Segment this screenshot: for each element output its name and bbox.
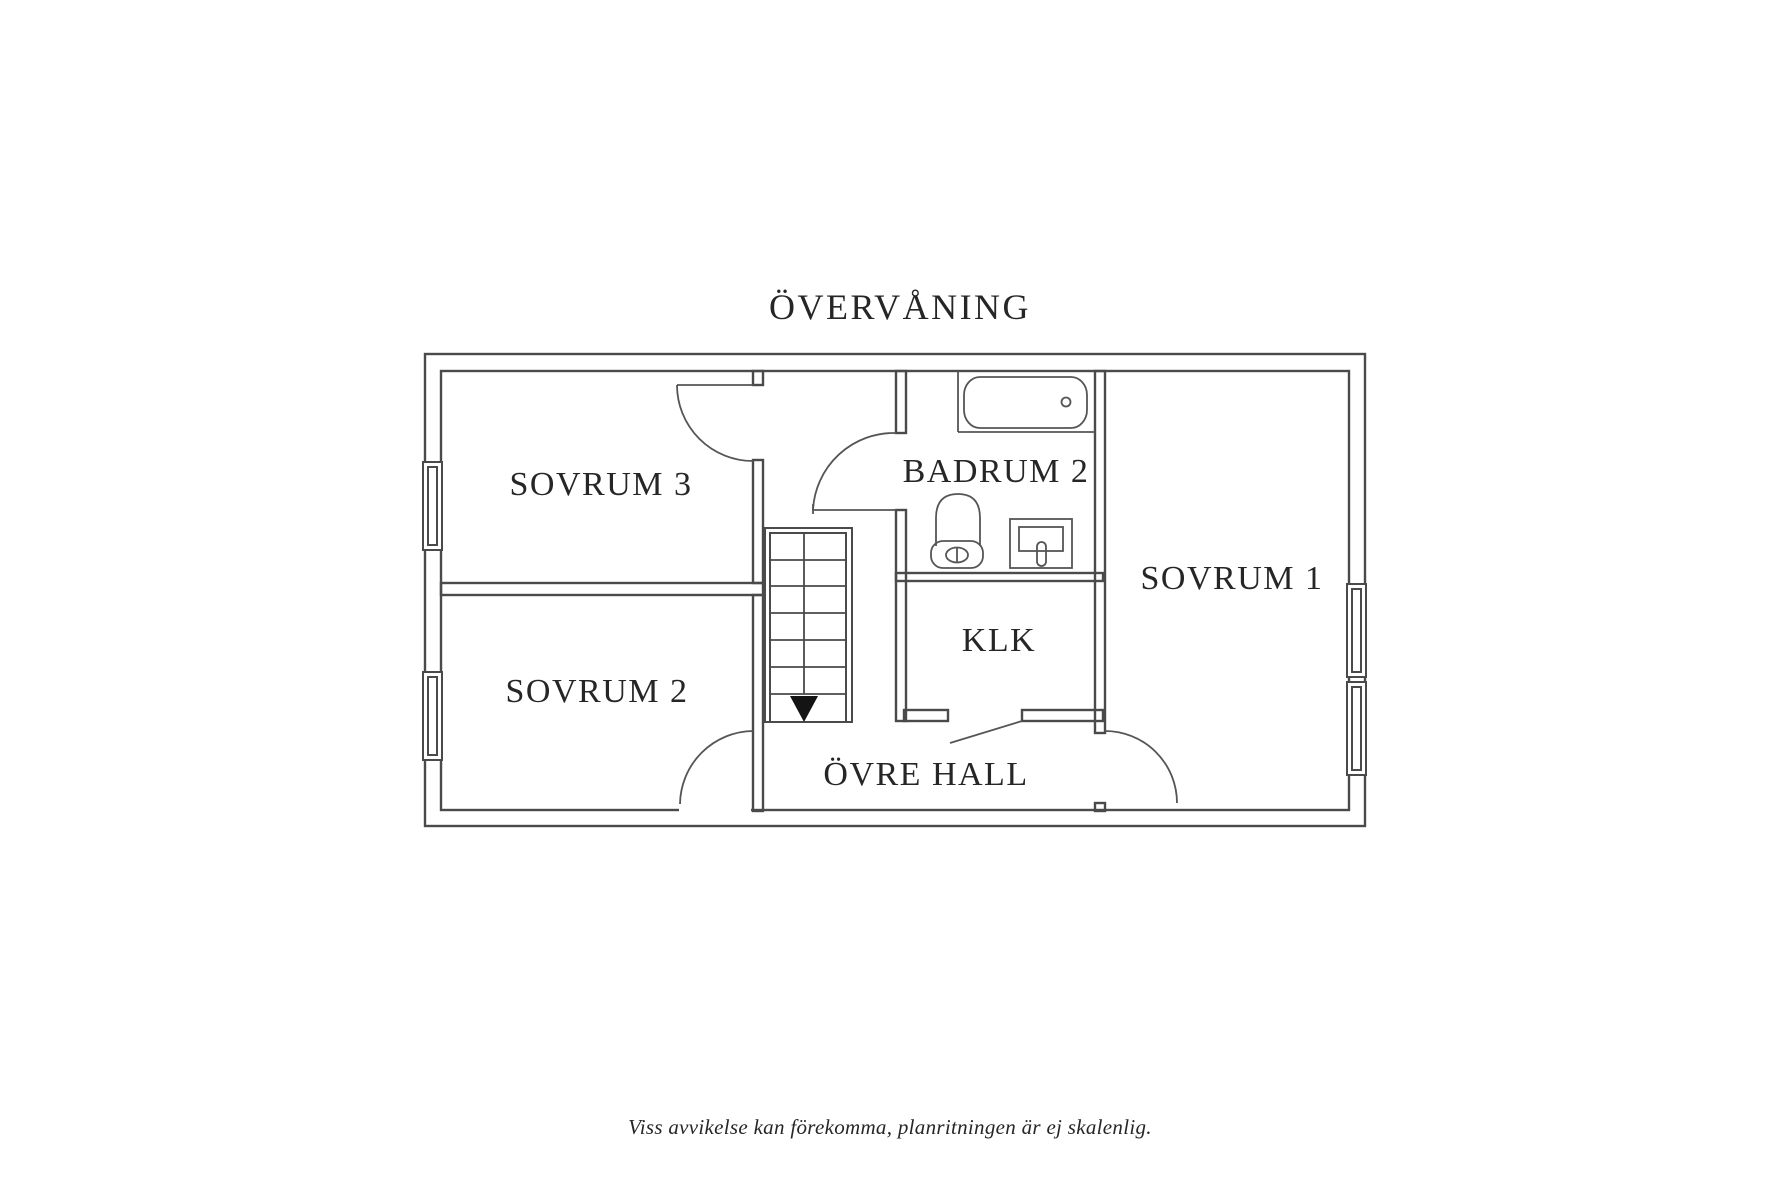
room-label-ovre-hall: ÖVRE HALL xyxy=(823,756,1028,793)
wall-klk-bottom xyxy=(1020,708,1105,723)
wall-badrum-left-upper xyxy=(894,369,908,435)
disclaimer-text: Viss avvikelse kan förekomma, planritnin… xyxy=(628,1115,1152,1139)
door-arc-sovrum2 xyxy=(679,730,754,805)
wall-stub-sovrum3-door xyxy=(751,369,765,387)
room-label-klk: KLK xyxy=(962,622,1036,659)
room-label-sovrum2: SOVRUM 2 xyxy=(506,673,689,710)
staircase xyxy=(764,527,853,723)
wall-badrum-klk-left xyxy=(894,508,908,723)
wall-stub-sovrum1-door xyxy=(1093,801,1107,813)
stairs-down-arrow-icon xyxy=(790,696,818,722)
window-symbol-left-lower xyxy=(422,671,443,761)
window-symbol-left-upper xyxy=(422,461,443,551)
doorway-gap-bottom-wall xyxy=(679,802,751,817)
window-symbol-right-upper xyxy=(1346,583,1367,678)
window-symbol-right-lower xyxy=(1346,681,1367,776)
wall-sovrum3-sovrum2 xyxy=(439,581,765,597)
labels: ÖVERVÅNING SOVRUM 3 SOVRUM 2 BADRUM 2 KL… xyxy=(506,287,1324,1139)
door-leaf-klk xyxy=(949,720,1023,744)
staircase-treads xyxy=(770,559,846,695)
room-label-sovrum3: SOVRUM 3 xyxy=(510,466,693,503)
staircase-inner xyxy=(769,532,847,723)
wall-sovrum3-right xyxy=(751,458,765,585)
staircase-outer xyxy=(764,527,853,723)
wall-sovrum1-left xyxy=(1093,369,1107,735)
windows xyxy=(422,461,1367,776)
room-label-badrum2: BADRUM 2 xyxy=(903,453,1090,490)
walls xyxy=(423,352,1367,828)
bathtub xyxy=(957,371,1095,433)
doors xyxy=(676,384,1178,805)
sink xyxy=(1009,518,1073,569)
bathroom-fixtures xyxy=(930,371,1095,569)
door-arc-sovrum1 xyxy=(1104,730,1178,804)
toilet xyxy=(930,493,984,569)
page-title: ÖVERVÅNING xyxy=(769,287,1031,327)
wall-klk-bottom-stub xyxy=(902,708,950,723)
door-arc-badrum2 xyxy=(812,432,897,514)
room-label-sovrum1: SOVRUM 1 xyxy=(1141,560,1324,597)
wall-sovrum2-right xyxy=(751,593,765,813)
door-arc-sovrum3 xyxy=(676,384,754,462)
wall-badrum-bottom xyxy=(894,571,1105,583)
